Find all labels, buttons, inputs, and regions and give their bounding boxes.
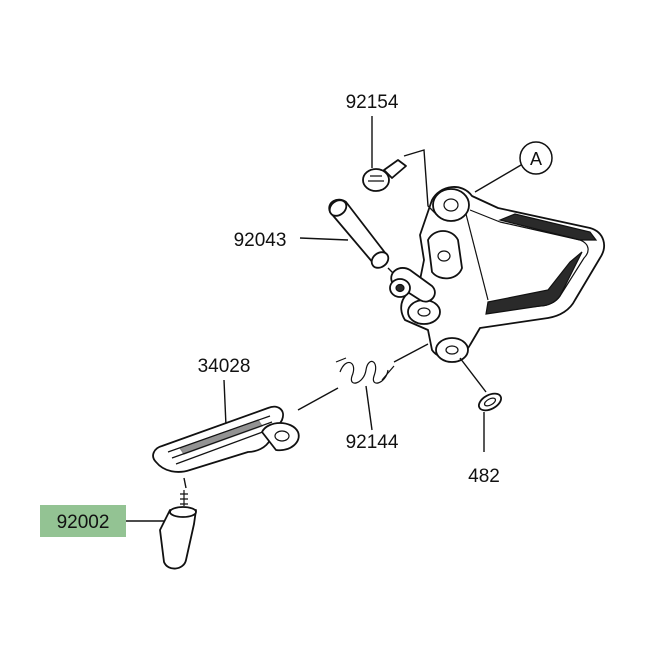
collar-part: 92043 bbox=[234, 198, 436, 303]
callout-a-letter: A bbox=[530, 149, 542, 169]
bolt-part: 92154 bbox=[346, 92, 439, 217]
washer-part: 482 bbox=[459, 357, 502, 487]
pin-highlight bbox=[40, 505, 126, 537]
footpeg-part: 34028 bbox=[152, 356, 339, 473]
collar-part-number: 92043 bbox=[234, 230, 287, 251]
footpeg-part-number: 34028 bbox=[198, 356, 251, 377]
bolt-part-number: 92154 bbox=[346, 92, 399, 113]
spring-part-number: 92144 bbox=[346, 432, 399, 453]
washer-part-number: 482 bbox=[468, 466, 500, 487]
spring-part: 92144 bbox=[335, 343, 429, 453]
pin-part: 92002 bbox=[40, 477, 197, 570]
callout-a: A bbox=[474, 141, 553, 193]
pin-part-number: 92002 bbox=[57, 512, 110, 533]
footrest-bracket bbox=[400, 186, 605, 363]
